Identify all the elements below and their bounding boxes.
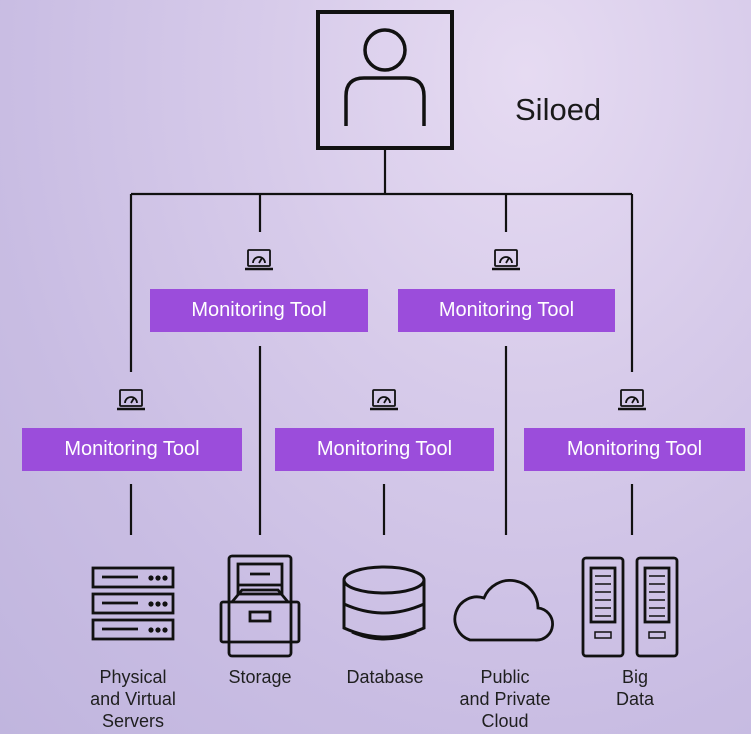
gauge-laptop-icon: [618, 389, 646, 411]
resource-label-servers: Physical and Virtual Servers: [90, 667, 176, 731]
resource-label-big-data: Big Data: [615, 667, 655, 709]
monitoring-tool-storage: Monitoring Tool: [150, 289, 368, 332]
cloud-icon: [453, 579, 554, 642]
gauge-laptop-icon: [492, 249, 520, 271]
gauge-laptop-icon: [117, 389, 145, 411]
user-icon: [316, 10, 454, 150]
resource-label-cloud: Public and Private Cloud: [459, 667, 551, 731]
resource-label-database: Database: [346, 667, 424, 687]
file-cabinet-icon: [219, 554, 301, 658]
monitoring-tool-cloud: Monitoring Tool: [398, 289, 615, 332]
monitoring-tool-servers: Monitoring Tool: [22, 428, 242, 471]
server-rack-icon: [91, 566, 175, 641]
monitoring-tool-big-data: Monitoring Tool: [524, 428, 745, 471]
gauge-laptop-icon: [370, 389, 398, 411]
diagram-title: Siloed: [515, 92, 602, 127]
big-data-icon: [581, 556, 679, 658]
resource-label-storage: Storage: [228, 667, 292, 687]
database-icon: [342, 565, 426, 641]
monitoring-tool-database: Monitoring Tool: [275, 428, 494, 471]
connector-lines: [129, 148, 634, 535]
gauge-laptop-icon: [245, 249, 273, 271]
